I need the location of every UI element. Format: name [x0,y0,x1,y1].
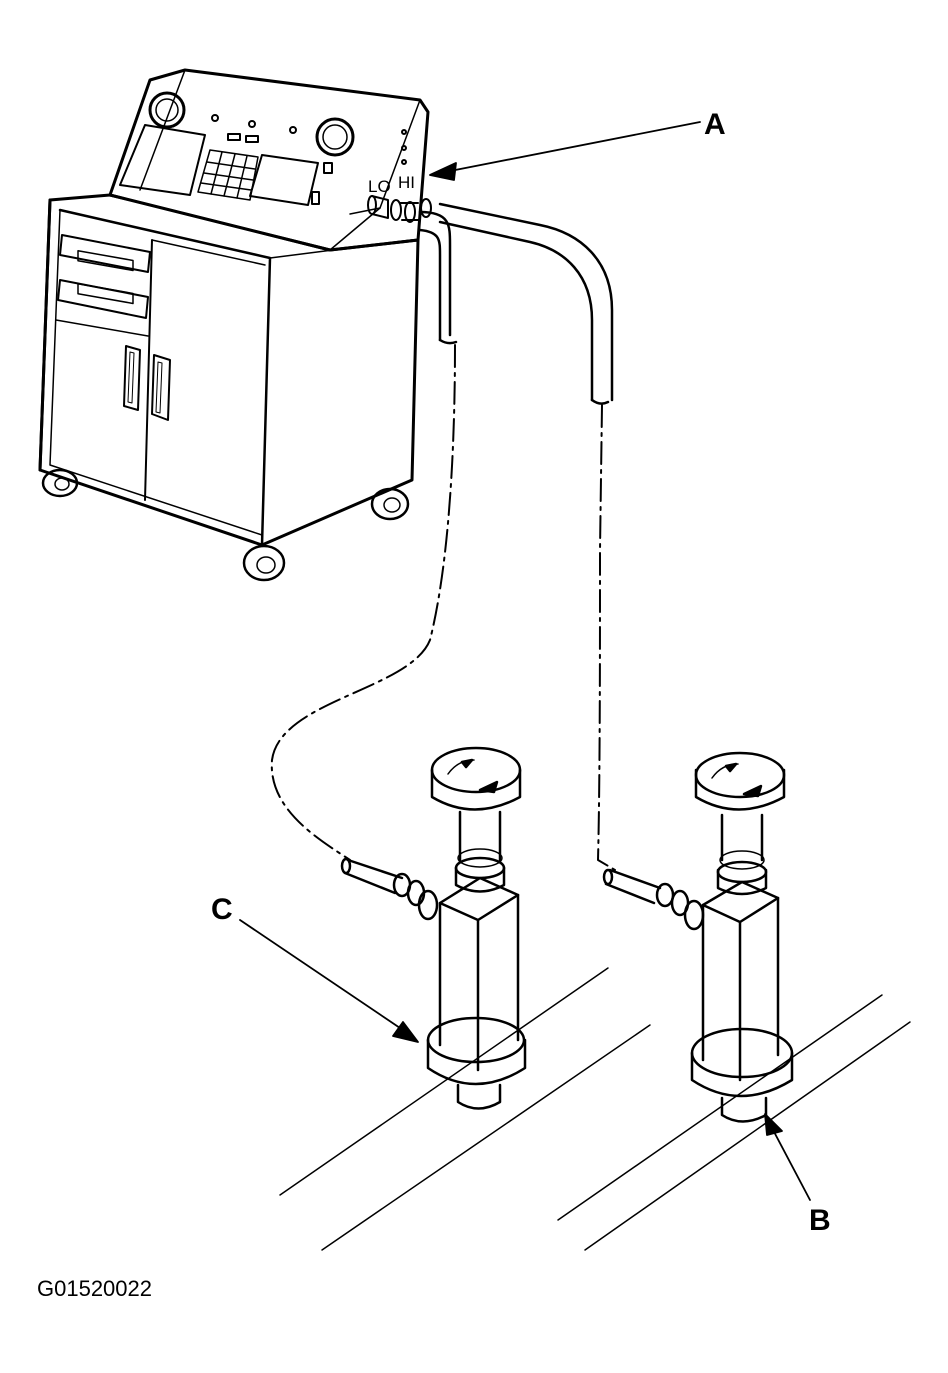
leader-a [445,122,700,172]
high-side-hose [440,204,612,404]
caster-wheel-icon [43,470,408,580]
leader-arrows [240,122,810,1200]
service-station-cabinet [40,70,428,580]
hose-fittings [368,196,431,222]
figure-id: G01520022 [37,1276,152,1301]
right-gauge-icon [317,119,353,155]
arrow-b-icon [765,1114,782,1135]
callout-a-label: A [704,108,726,141]
adapter-c [280,748,650,1250]
low-side-hose [420,212,456,343]
arrow-a-icon [430,163,456,180]
lo-port-label: LO [368,177,391,196]
leader-c [240,920,400,1028]
arrow-c-icon [393,1022,418,1042]
keypad-icon [198,150,258,200]
hose-continuation-lines [272,345,615,870]
left-gauge-icon [150,93,184,127]
adapter-b [558,753,910,1250]
callout-c-label: C [211,893,233,926]
callout-b-label: B [809,1204,831,1237]
hi-port-label: HI [398,173,415,192]
leader-b [772,1128,810,1200]
